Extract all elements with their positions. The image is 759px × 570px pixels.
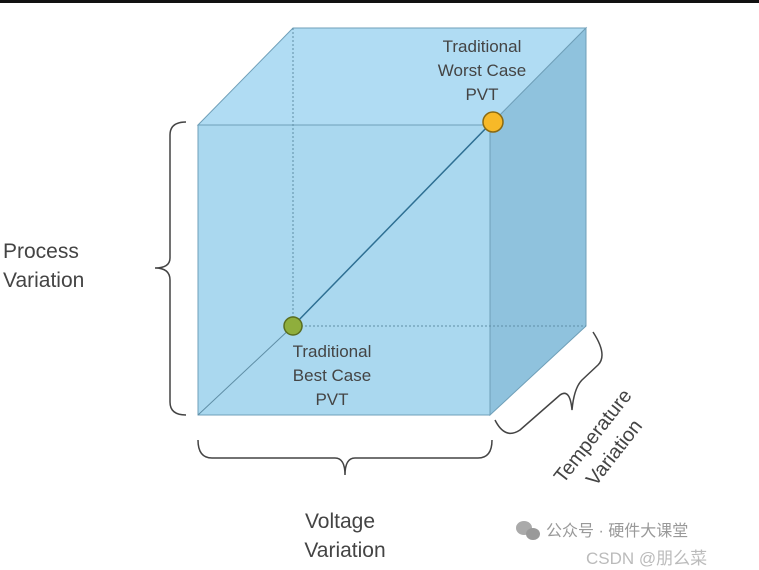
worst-case-line-3: PVT — [465, 85, 498, 104]
pvt-diagonal — [292, 121, 493, 327]
best-case-line-2: Best Case — [293, 366, 371, 385]
best-case-line-3: PVT — [315, 390, 348, 409]
process-bracket — [154, 121, 187, 416]
best-case-label: Traditional Best Case PVT — [293, 342, 372, 409]
process-line-1: Process — [3, 240, 79, 263]
process-line-2: Variation — [3, 269, 84, 292]
top-border — [0, 0, 759, 3]
temperature-label: Temperature Variation — [550, 385, 647, 490]
voltage-line-2: Variation — [304, 539, 385, 562]
wechat-icon — [516, 521, 540, 540]
voltage-bracket — [197, 439, 493, 476]
watermark-account: 公众号 · 硬件大课堂 — [546, 522, 688, 540]
voltage-line-1: Voltage — [305, 510, 375, 533]
worst-case-line-2: Worst Case — [438, 61, 527, 80]
voltage-label: Voltage Variation — [304, 510, 385, 562]
worst-case-point — [482, 111, 504, 133]
best-case-point — [283, 316, 303, 336]
worst-case-line-1: Traditional — [443, 37, 522, 56]
hidden-edge-depth — [197, 325, 294, 416]
watermark-csdn: CSDN @朋么菜 — [586, 549, 707, 568]
worst-case-label: Traditional Worst Case PVT — [438, 37, 527, 104]
best-case-line-1: Traditional — [293, 342, 372, 361]
process-label: Process Variation — [3, 240, 84, 292]
temperature-bracket — [494, 331, 603, 435]
